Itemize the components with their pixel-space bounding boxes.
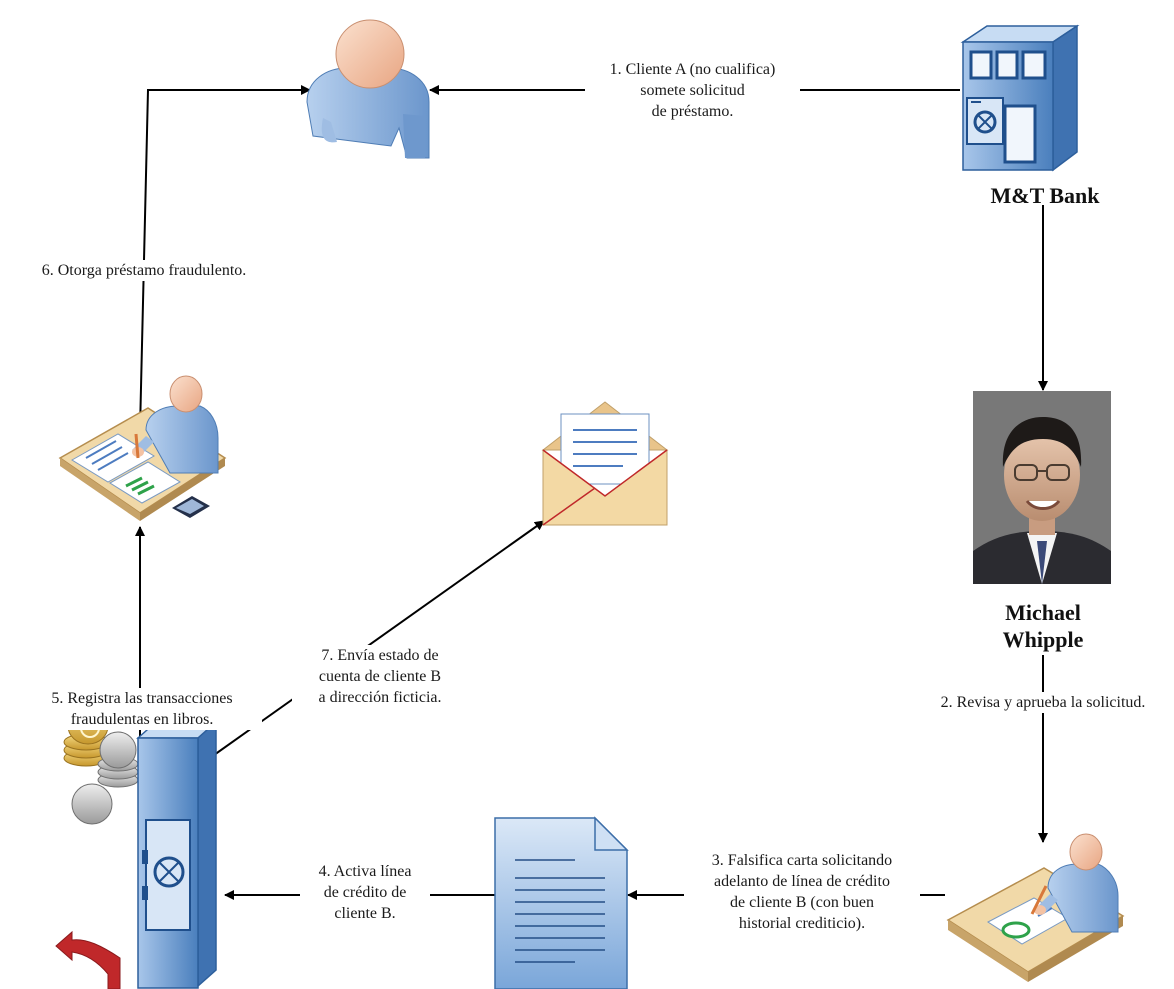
- step-7-line-1: 7. Envía estado de: [321, 647, 439, 664]
- step-1-label: 1. Cliente A (no cualifica) somete solic…: [585, 59, 800, 122]
- accountant-at-desk-icon: [58, 375, 227, 521]
- step-5-line-2: fraudulentas en libros.: [70, 711, 214, 728]
- customer-a-icon: [306, 19, 430, 159]
- bank-building-icon: [960, 24, 1080, 172]
- connector-step-6: [139, 85, 311, 431]
- step-1-line-2: somete solicitud: [640, 82, 745, 99]
- step-7-label: 7. Envía estado de cuenta de cliente B a…: [292, 645, 468, 708]
- step-4-line-2: de crédito de: [323, 884, 407, 901]
- officer-at-desk-icon: [946, 833, 1125, 982]
- step-4-line-1: 4. Activa línea: [318, 863, 412, 880]
- forged-letter-document-icon: [494, 816, 629, 989]
- envelope-icon: [541, 401, 669, 526]
- step-4-label: 4. Activa línea de crédito de cliente B.: [300, 861, 430, 924]
- step-1-line-3: de préstamo.: [651, 103, 734, 120]
- step-7-line-3: a dirección ficticia.: [318, 689, 442, 706]
- step-3-line-2: adelanto de línea de crédito: [714, 873, 890, 890]
- step-7-line-2: cuenta de cliente B: [318, 668, 442, 685]
- step-2-label: 2. Revisa y aprueba la solicitud.: [914, 692, 1172, 713]
- step-3-line-1: 3. Falsifica carta solicitando: [711, 852, 893, 869]
- step-3-line-4: historial crediticio).: [738, 915, 866, 932]
- officer-photo: [973, 391, 1111, 584]
- step-5-line-1: 5. Registra las transacciones: [51, 690, 233, 707]
- connector-step-7: [206, 520, 545, 761]
- step-3-line-3: de cliente B (con buen: [730, 894, 874, 911]
- officer-name-label: Michael Whipple: [973, 599, 1113, 653]
- bank-name-label: M&T Bank: [990, 183, 1100, 208]
- vault-with-coins-icon: [55, 707, 218, 989]
- step-1-line-1: 1. Cliente A (no cualifica): [609, 61, 776, 78]
- step-4-line-3: cliente B.: [334, 905, 396, 922]
- step-5-label: 5. Registra las transacciones fraudulent…: [22, 688, 262, 730]
- officer-name-last: Whipple: [1002, 627, 1084, 652]
- officer-name-first: Michael: [1005, 600, 1081, 625]
- step-2-line-1: 2. Revisa y aprueba la solicitud.: [940, 694, 1146, 711]
- step-3-label: 3. Falsifica carta solicitando adelanto …: [684, 850, 920, 934]
- step-6-label: 6. Otorga préstamo fraudulento.: [6, 260, 282, 281]
- step-6-line-1: 6. Otorga préstamo fraudulento.: [41, 262, 247, 279]
